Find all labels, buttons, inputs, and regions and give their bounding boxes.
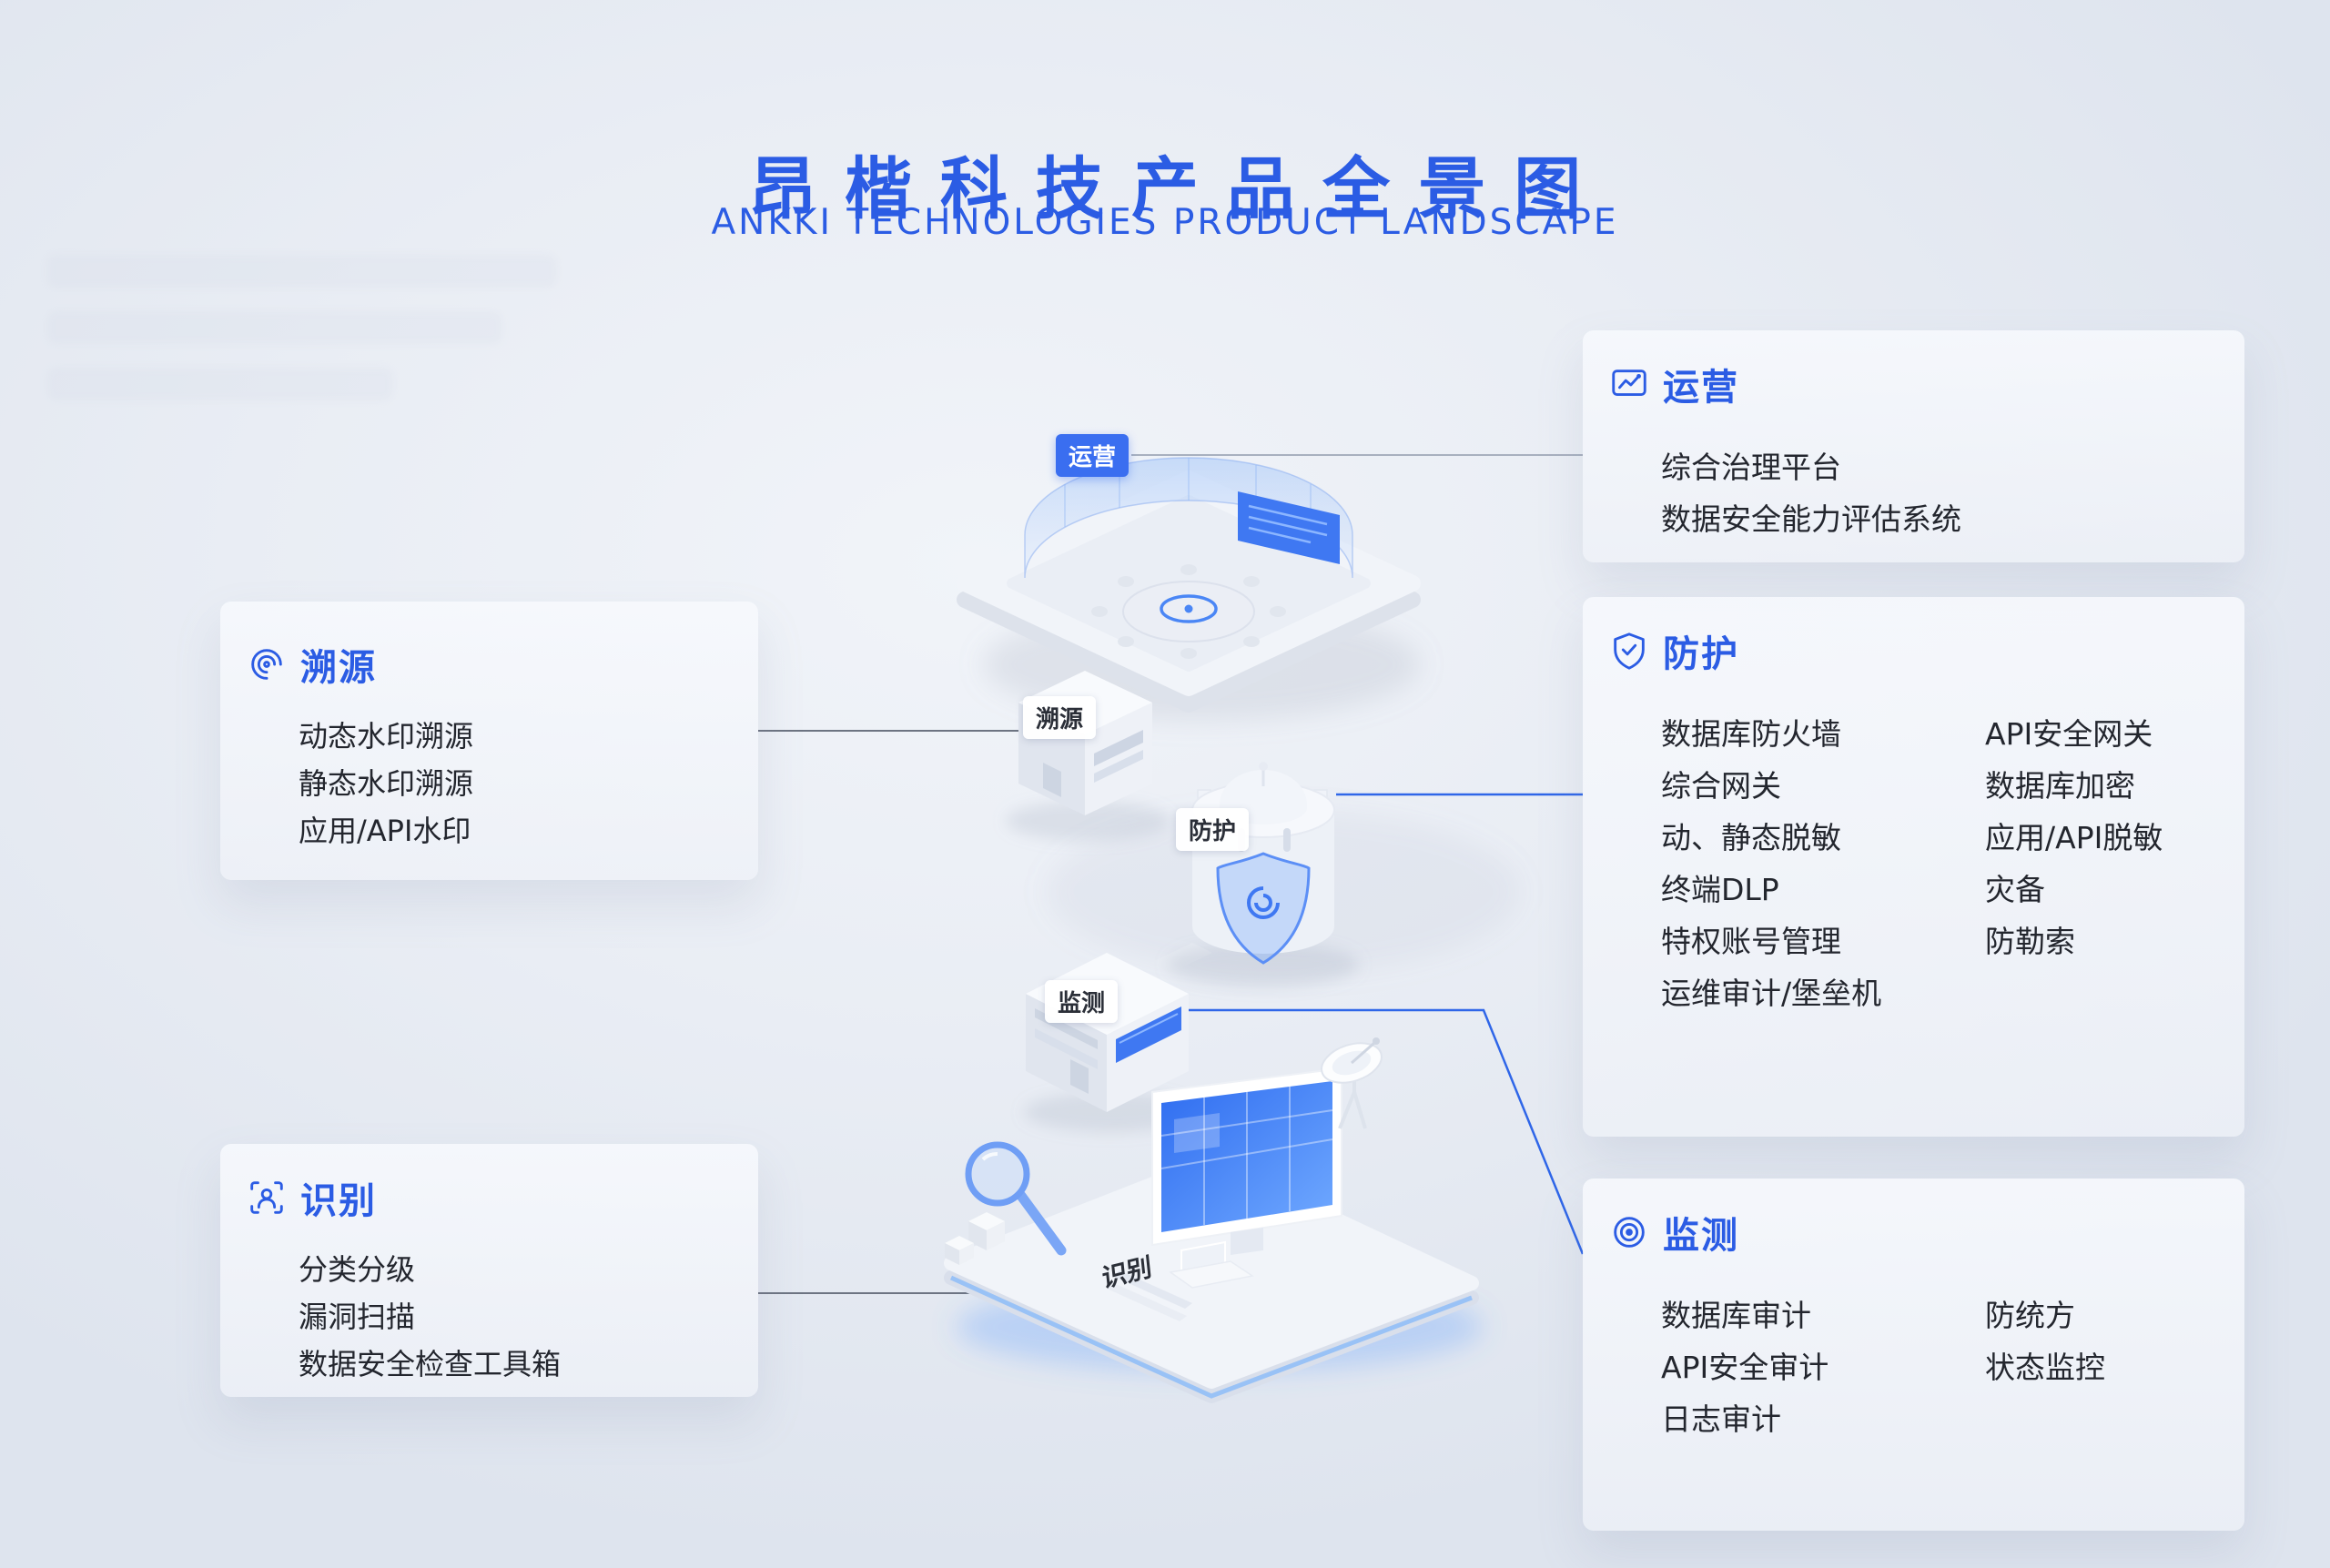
list-item: 分类分级	[299, 1252, 416, 1287]
list-item: 灾备	[1985, 872, 2045, 907]
list-item: 数据安全检查工具箱	[299, 1347, 562, 1381]
magnifier	[965, 1141, 1067, 1256]
monitoring-list-col1: 数据库审计 API安全审计 日志审计	[1608, 1290, 1985, 1445]
list-item: 数据安全能力评估系统	[1661, 501, 1961, 537]
card-monitoring-title: 监测	[1663, 1215, 1739, 1257]
card-traceability: 溯源 动态水印溯源 静态水印溯源 应用/API水印	[220, 602, 758, 880]
card-monitoring: 监测 数据库审计 API安全审计 日志审计 防统方 状态监控	[1583, 1179, 2244, 1531]
monitoring-columns: 数据库审计 API安全审计 日志审计 防统方 状态监控	[1608, 1290, 2212, 1445]
shield-check-icon	[1608, 630, 1650, 672]
protection-list-col2: API安全网关 数据库加密 应用/API脱敏 灾备 防勒索	[1985, 708, 2163, 1019]
satellite-dish	[1321, 1037, 1383, 1129]
card-operations: 运营 综合治理平台 数据安全能力评估系统	[1583, 330, 2244, 562]
list-item: 数据库防火墙	[1661, 716, 1841, 752]
protection-tower	[1168, 762, 1359, 987]
card-traceability-title: 溯源	[300, 647, 377, 689]
operations-list: 综合治理平台 数据安全能力评估系统	[1608, 441, 2212, 545]
illustration-label-operations: 运营	[1056, 434, 1130, 477]
list-item: 状态监控	[1985, 1350, 2105, 1385]
watermark-bar	[47, 311, 502, 344]
list-item: 综合治理平台	[1661, 450, 1841, 485]
watermark	[47, 255, 557, 424]
page-subtitle: ANKKI TECHNOLOGIES PRODUCT LANDSCAPE	[711, 202, 1619, 243]
list-item: 运维审计/堡垒机	[1661, 976, 1882, 1011]
person-scan-icon	[246, 1177, 288, 1219]
card-operations-header: 运营	[1608, 358, 2212, 410]
list-item: 动、静态脱敏	[1661, 820, 1841, 855]
list-item: 应用/API水印	[299, 814, 471, 848]
big-screen	[1161, 1081, 1332, 1232]
list-item: API安全网关	[1985, 716, 2153, 752]
page-title: 昂楷科技产品全景图	[748, 149, 1610, 228]
traceability-list: 动态水印溯源 静态水印溯源 应用/API水印	[246, 713, 725, 855]
operations-room	[957, 457, 1421, 721]
trace-swirl-icon	[246, 643, 288, 685]
identification-platform	[944, 1037, 1484, 1403]
list-item: 漏洞扫描	[299, 1300, 416, 1334]
card-protection-header: 防护	[1608, 624, 2212, 677]
list-item: 特权账号管理	[1661, 924, 1841, 959]
list-item: 应用/API脱敏	[1985, 820, 2163, 855]
list-item: 数据库审计	[1661, 1298, 1811, 1333]
illustration-label-monitoring: 监测	[1045, 980, 1119, 1023]
list-item: 综合网关	[1661, 768, 1781, 804]
list-item: 防勒索	[1985, 924, 2075, 959]
monitoring-list-col2: 防统方 状态监控	[1985, 1290, 2105, 1445]
card-protection: 防护 数据库防火墙 综合网关 动、静态脱敏 终端DLP 特权账号管理 运维审计/…	[1583, 597, 2244, 1137]
identification-list: 分类分级 漏洞扫描 数据安全检查工具箱	[246, 1246, 725, 1388]
lens-target-icon	[1608, 1211, 1650, 1253]
card-monitoring-header: 监测	[1608, 1206, 2212, 1259]
small-cubes	[945, 1212, 1005, 1265]
list-item: 静态水印溯源	[299, 766, 474, 801]
list-item: 数据库加密	[1985, 768, 2135, 804]
connector-monitoring-line	[1172, 1008, 1585, 1255]
list-item: 动态水印溯源	[299, 719, 474, 754]
card-identification: 识别 分类分级 漏洞扫描 数据安全检查工具箱	[220, 1144, 758, 1397]
list-item: 日志审计	[1661, 1401, 1781, 1437]
card-protection-title: 防护	[1663, 633, 1739, 675]
card-traceability-header: 溯源	[246, 638, 725, 691]
list-item: 防统方	[1985, 1298, 2075, 1333]
list-item: API安全审计	[1661, 1350, 1829, 1385]
product-illustration	[944, 457, 1520, 1403]
protection-columns: 数据库防火墙 综合网关 动、静态脱敏 终端DLP 特权账号管理 运维审计/堡垒机…	[1608, 708, 2212, 1019]
chairs	[1091, 564, 1286, 659]
watermark-bar	[47, 368, 393, 400]
list-item: 终端DLP	[1661, 872, 1779, 907]
card-identification-title: 识别	[300, 1180, 377, 1222]
card-identification-header: 识别	[246, 1171, 725, 1224]
protection-list-col1: 数据库防火墙 综合网关 动、静态脱敏 终端DLP 特权账号管理 运维审计/堡垒机	[1608, 708, 1985, 1019]
monitor-chart-icon	[1608, 363, 1650, 405]
watermark-bar	[47, 255, 557, 288]
illustration-label-traceability: 溯源	[1023, 696, 1097, 739]
card-operations-title: 运营	[1663, 367, 1739, 409]
illustration-label-protection: 防护	[1176, 808, 1250, 851]
